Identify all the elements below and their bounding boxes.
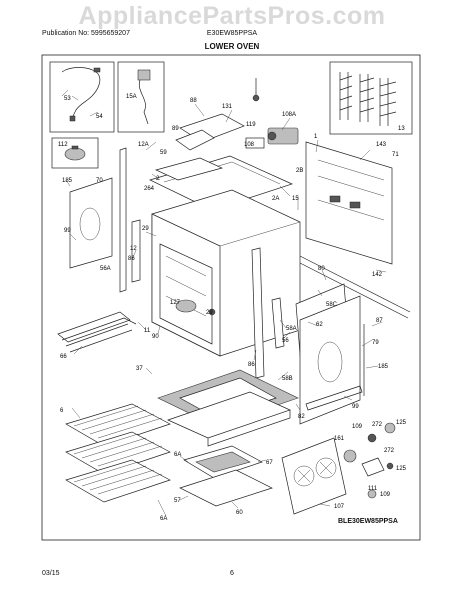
inset-box-sensor — [117, 61, 165, 133]
callout-79: 79 — [372, 340, 379, 346]
callout-6A-lower: 6A — [160, 516, 167, 522]
top-cover-assembly — [175, 78, 260, 151]
sensor-probe — [137, 69, 151, 125]
callout-119: 119 — [246, 122, 256, 128]
thermostat — [64, 145, 86, 161]
rack-supports — [339, 72, 397, 126]
callout-86-right: 86 — [248, 362, 255, 368]
callout-70: 70 — [96, 178, 103, 184]
callout-53: 53 — [64, 96, 71, 102]
callout-185-right: 185 — [378, 364, 389, 370]
lower-element-assembly — [179, 445, 273, 507]
callout-56: 56 — [282, 338, 289, 344]
callout-272-top: 272 — [372, 422, 383, 428]
inset-box-rack-supports — [329, 61, 413, 135]
callout-6A-upper: 6A — [174, 452, 181, 458]
right-outer-panel — [299, 295, 365, 425]
callout-29-lower: 29 — [206, 310, 213, 316]
outer-top-panel — [149, 155, 293, 211]
inset-box-thermostat — [51, 137, 99, 169]
callout-58B: 58B — [282, 376, 293, 382]
callout-12: 12 — [130, 246, 137, 252]
callout-80: 80 — [318, 266, 325, 272]
publication-number: Publication No: 5995659207 — [42, 30, 130, 37]
callout-111: 111 — [368, 486, 378, 492]
callout-108: 108 — [244, 142, 255, 148]
callout-37: 37 — [136, 366, 143, 372]
callout-1: 1 — [314, 134, 318, 140]
callout-86-left: 86 — [128, 256, 135, 262]
footer-page-number: 6 — [230, 570, 234, 577]
wire-harness — [61, 67, 101, 122]
callout-15: 15 — [292, 196, 299, 202]
callout-62: 62 — [316, 322, 323, 328]
footer-date: 03/15 — [42, 570, 60, 577]
callout-88: 88 — [190, 98, 197, 104]
callout-90: 90 — [152, 334, 159, 340]
callout-2A: 2A — [272, 196, 279, 202]
callout-56A: 56A — [100, 266, 111, 272]
callout-143: 143 — [376, 142, 387, 148]
callout-125-lower: 125 — [396, 466, 407, 472]
callout-2: 2 — [156, 176, 160, 182]
watermark: AppliancePartsPros.com — [78, 2, 386, 30]
oven-racks — [65, 403, 171, 503]
callout-13: 13 — [398, 126, 405, 132]
blower-motor — [245, 127, 299, 149]
left-side-channel — [69, 147, 141, 293]
callout-54: 54 — [96, 114, 103, 120]
rear-panel — [297, 141, 411, 319]
diagram-frame — [41, 54, 421, 541]
inset-box-wiring — [49, 61, 115, 133]
callout-87: 87 — [376, 318, 383, 324]
callout-59: 59 — [160, 150, 167, 156]
callout-161: 161 — [334, 436, 345, 442]
callout-58C: 58C — [326, 302, 338, 308]
diagram-code: BLE30EW85PPSA — [338, 518, 398, 525]
callout-109-lower: 109 — [380, 492, 391, 498]
callout-99-right: 99 — [352, 404, 359, 410]
callout-58A: 58A — [286, 326, 297, 332]
model-number: E30EW85PPSA — [206, 30, 258, 37]
callout-15A: 15A — [126, 94, 137, 100]
callout-60: 60 — [236, 510, 243, 516]
callout-127: 127 — [170, 300, 181, 306]
callout-89: 89 — [172, 126, 179, 132]
callout-272-lower: 272 — [384, 448, 395, 454]
callout-29: 29 — [142, 226, 149, 232]
callout-112: 112 — [58, 142, 68, 148]
callout-108A: 108A — [282, 112, 296, 118]
callout-131: 131 — [222, 104, 233, 110]
callout-99-left: 99 — [64, 228, 71, 234]
callout-142: 142 — [372, 272, 383, 278]
callout-6: 6 — [60, 408, 64, 414]
leader-lines — [61, 89, 387, 517]
callout-109-top: 109 — [352, 424, 363, 430]
callout-2B: 2B — [296, 168, 303, 174]
bake-element — [57, 311, 137, 353]
callout-67: 67 — [266, 460, 273, 466]
callout-107: 107 — [334, 504, 345, 510]
callout-labels: 53 54 15A 88 131 108A 13 89 119 108 1 14… — [58, 94, 407, 522]
callout-185-left: 185 — [62, 178, 73, 184]
callout-82: 82 — [298, 414, 305, 420]
callout-12A: 12A — [138, 142, 149, 148]
callout-71: 71 — [392, 152, 399, 158]
callout-57: 57 — [174, 498, 181, 504]
convection-fan-assembly — [281, 422, 396, 515]
oven-cavity — [151, 189, 301, 357]
bottom-pan — [167, 385, 363, 447]
callout-125-top: 125 — [396, 420, 407, 426]
section-title: LOWER OVEN — [204, 42, 260, 51]
callout-66: 66 — [60, 354, 67, 360]
callout-264: 264 — [144, 186, 155, 192]
callout-11: 11 — [144, 328, 151, 334]
